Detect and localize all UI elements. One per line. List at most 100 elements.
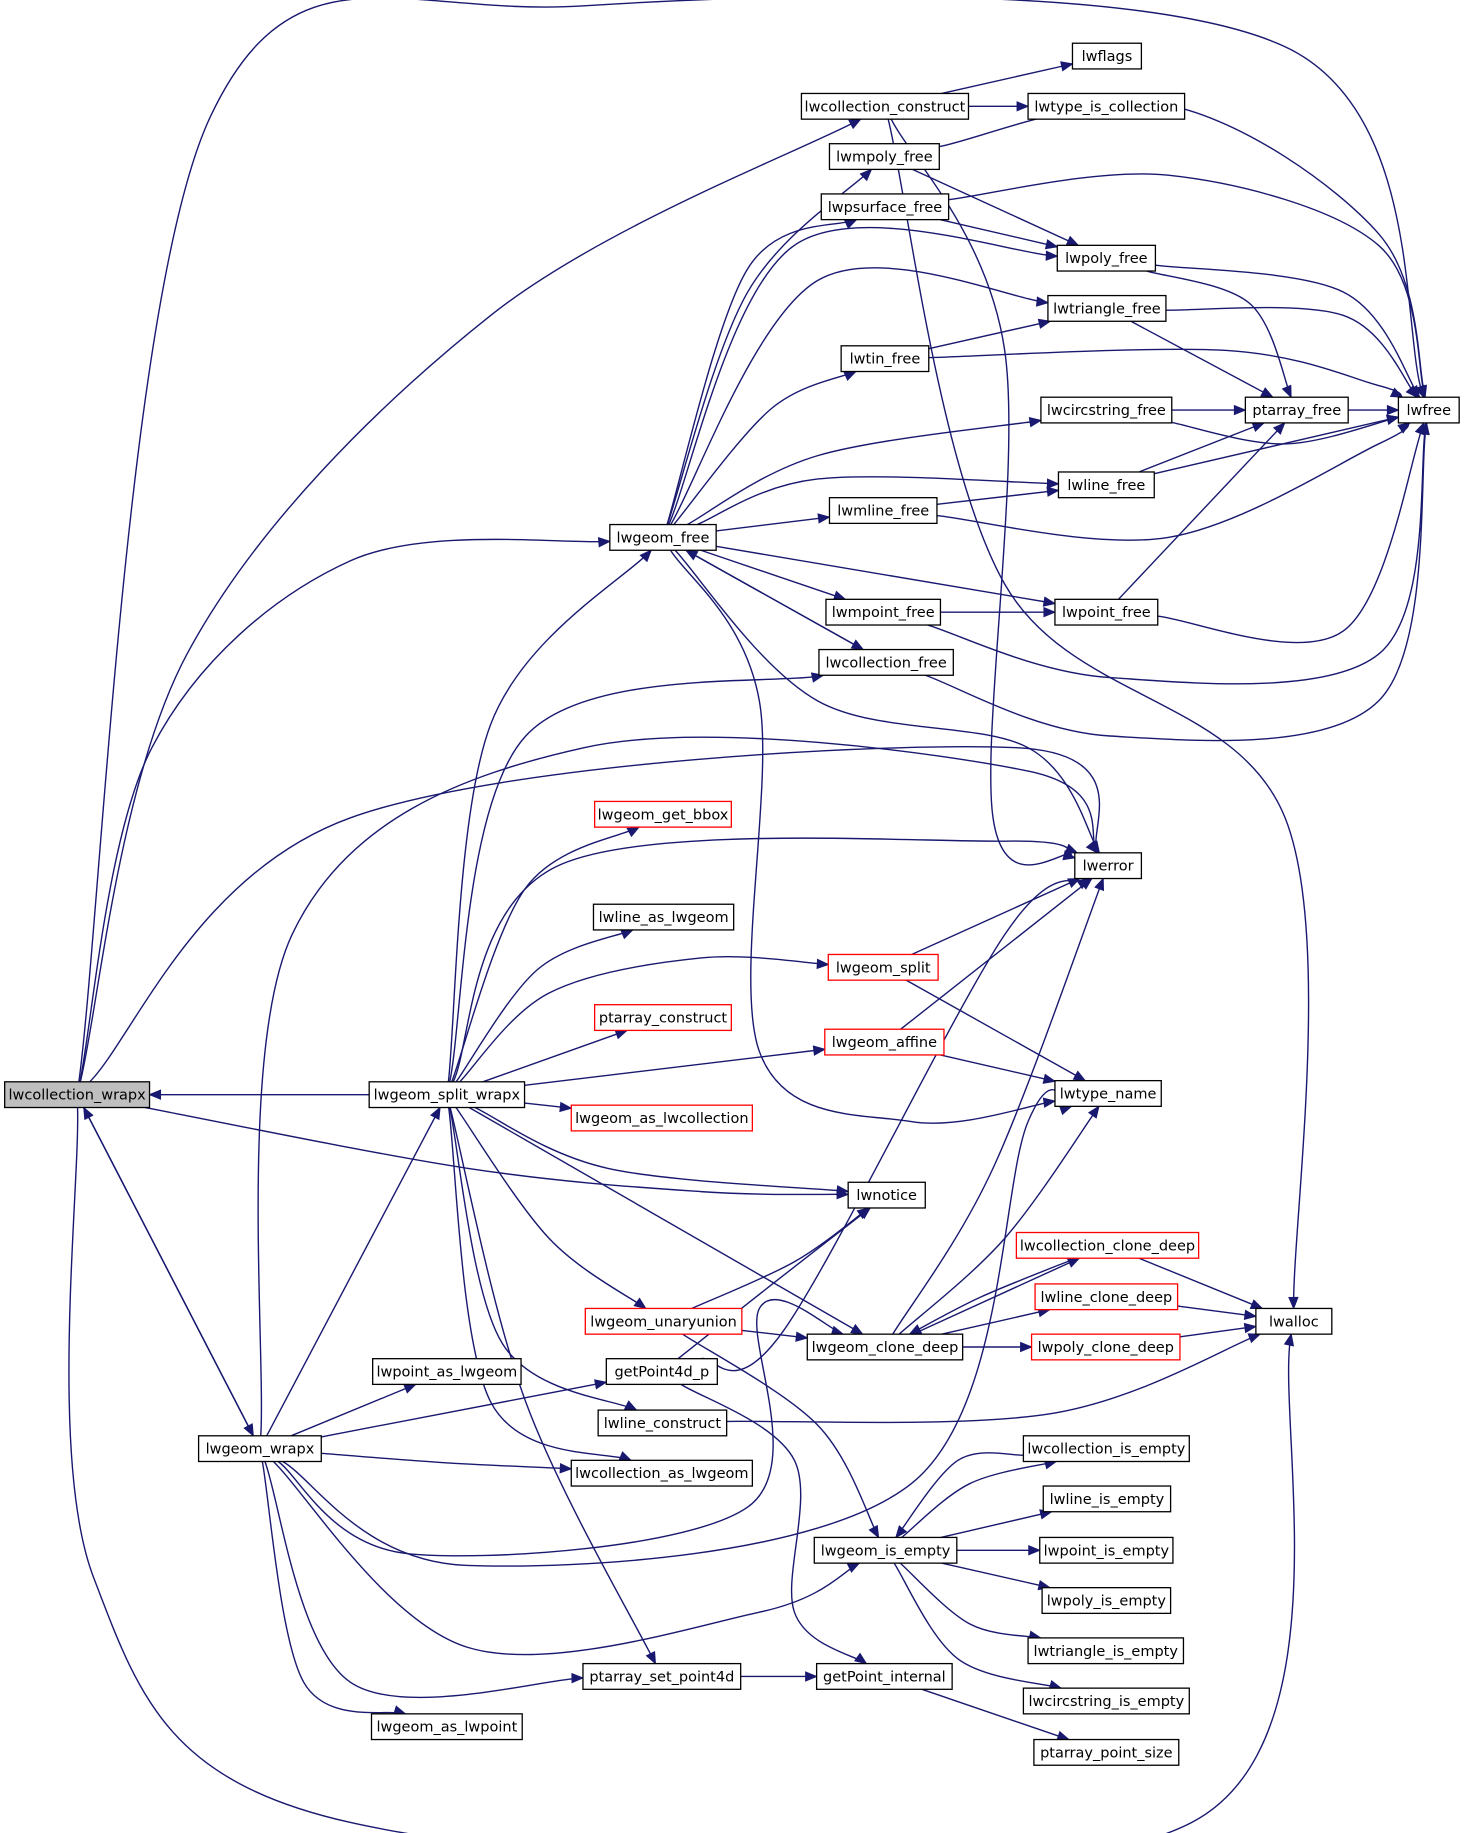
node-label: lwfree xyxy=(1407,403,1452,419)
arrowhead-lwgeom_clone_deep-to-lwpoly_clone_deep xyxy=(1020,1341,1033,1353)
node-lwcollection_free[interactable]: lwcollection_free xyxy=(818,648,954,676)
node-lwgeom_split_wrapx[interactable]: lwgeom_split_wrapx xyxy=(368,1081,526,1109)
node-ptarray_point_size[interactable]: ptarray_point_size xyxy=(1033,1738,1180,1766)
node-lwflags[interactable]: lwflags xyxy=(1071,42,1143,70)
node-lwpoint_as_lwgeom[interactable]: lwpoint_as_lwgeom xyxy=(372,1358,522,1386)
node-lwgeom_affine[interactable]: lwgeom_affine xyxy=(824,1028,945,1056)
node-lwcollection_construct[interactable]: lwcollection_construct xyxy=(800,92,970,120)
node-lwnotice[interactable]: lwnotice xyxy=(847,1181,926,1209)
node-lwgeom_get_bbox[interactable]: lwgeom_get_bbox xyxy=(593,800,732,828)
node-lwtriangle_is_empty[interactable]: lwtriangle_is_empty xyxy=(1027,1637,1185,1665)
arrowhead-lwcollection_construct-to-lwflags xyxy=(1060,61,1074,72)
node-box xyxy=(806,1333,964,1361)
node-lwgeom_free[interactable]: lwgeom_free xyxy=(609,523,717,551)
node-lwpoly_is_empty[interactable]: lwpoly_is_empty xyxy=(1041,1587,1172,1615)
edge-lwgeom_split_wrapx-to-lwerror xyxy=(452,837,1076,1083)
node-lwgeom_unaryunion[interactable]: lwgeom_unaryunion xyxy=(584,1307,743,1335)
edge-lwmline_free-to-lwfree xyxy=(936,422,1411,541)
edge-lwgeom_split_wrapx-to-lwcollection_as_lwgeom xyxy=(447,1107,632,1461)
node-label: lwpoly_clone_deep xyxy=(1038,1340,1174,1356)
edge-lwgeom_wrapx-to-lwgeom_as_lwpoint xyxy=(261,1461,406,1715)
node-lwtin_free[interactable]: lwtin_free xyxy=(840,345,930,373)
node-lwcollection_is_empty[interactable]: lwcollection_is_empty xyxy=(1022,1435,1190,1463)
node-lwerror[interactable]: lwerror xyxy=(1074,852,1143,880)
arrowhead-lwgeom_free-to-lwtype_name xyxy=(1042,1097,1057,1108)
node-lwcollection_as_lwgeom[interactable]: lwcollection_as_lwgeom xyxy=(570,1459,754,1487)
node-ptarray_set_point4d[interactable]: ptarray_set_point4d xyxy=(582,1662,742,1690)
node-box xyxy=(813,1536,958,1564)
node-lwmline_free[interactable]: lwmline_free xyxy=(828,497,938,525)
node-lwcircstring_free[interactable]: lwcircstring_free xyxy=(1040,396,1173,424)
edge-lwgeom_split_wrapx-to-lwgeom_clone_deep xyxy=(468,1106,863,1335)
node-lwline_clone_deep[interactable]: lwline_clone_deep xyxy=(1034,1283,1179,1311)
node-ptarray_construct[interactable]: ptarray_construct xyxy=(593,1004,732,1032)
node-getPoint4d_p[interactable]: getPoint4d_p xyxy=(605,1358,718,1386)
node-lwcollection_wrapx[interactable]: lwcollection_wrapx xyxy=(4,1081,151,1109)
edge-lwmpoly_free-to-lwfree xyxy=(939,101,1426,398)
arrowhead-lwgeom_clone_deep-to-lwtype_name xyxy=(1087,1105,1100,1119)
node-lwline_free[interactable]: lwline_free xyxy=(1057,471,1155,499)
node-box xyxy=(815,1662,953,1690)
arrowhead-getPoint4d_p-to-lwerror xyxy=(1076,877,1090,890)
node-lwline_construct[interactable]: lwline_construct xyxy=(597,1409,728,1437)
node-lwtype_is_collection[interactable]: lwtype_is_collection xyxy=(1027,92,1186,120)
node-label: lwcollection_free xyxy=(825,655,946,671)
arrowhead-lwcollection_wrapx-to-lwalloc xyxy=(1283,1332,1295,1347)
node-lwgeom_is_empty[interactable]: lwgeom_is_empty xyxy=(813,1536,958,1564)
edge-lwtriangle_free-to-ptarray_free xyxy=(1130,320,1274,398)
node-lwgeom_as_lwpoint[interactable]: lwgeom_as_lwpoint xyxy=(370,1713,523,1741)
node-lwmpoint_free[interactable]: lwmpoint_free xyxy=(825,598,942,626)
node-label: lwgeom_split xyxy=(836,960,931,976)
node-box xyxy=(1244,396,1349,424)
node-lwtriangle_free[interactable]: lwtriangle_free xyxy=(1047,294,1167,322)
arrowhead-ptarray_free-to-lwfree xyxy=(1386,404,1400,416)
node-lwpoly_free[interactable]: lwpoly_free xyxy=(1056,244,1157,272)
node-lwgeom_split[interactable]: lwgeom_split xyxy=(827,953,939,981)
arrowhead-lwgeom_wrapx-to-ptarray_set_point4d xyxy=(571,1672,585,1684)
node-label: lwpoint_as_lwgeom xyxy=(376,1365,517,1381)
node-label: lwgeom_as_lwcollection xyxy=(575,1111,748,1127)
node-lwgeom_clone_deep[interactable]: lwgeom_clone_deep xyxy=(806,1333,964,1361)
arrowhead-getPoint4d_p-to-lwnotice xyxy=(857,1207,872,1220)
arrowhead-lwgeom_free-to-lwcircstring_free xyxy=(1028,417,1043,428)
node-lwpoint_free[interactable]: lwpoint_free xyxy=(1054,598,1159,626)
node-lwpsurface_free[interactable]: lwpsurface_free xyxy=(820,193,950,221)
node-lwpoly_clone_deep[interactable]: lwpoly_clone_deep xyxy=(1030,1333,1181,1361)
node-lwgeom_as_lwcollection[interactable]: lwgeom_as_lwcollection xyxy=(570,1104,754,1132)
node-lwcircstring_is_empty[interactable]: lwcircstring_is_empty xyxy=(1022,1687,1190,1715)
node-ptarray_free[interactable]: ptarray_free xyxy=(1244,396,1349,424)
arrowhead-lwtriangle_free-to-ptarray_free xyxy=(1260,387,1274,398)
edge-lwgeom_free-to-lwpoint_free xyxy=(716,545,1056,605)
edge-lwgeom_split_wrapx-to-lwnotice xyxy=(474,1106,849,1193)
node-lwfree[interactable]: lwfree xyxy=(1397,396,1460,424)
node-label: lwtype_is_collection xyxy=(1034,99,1178,115)
node-lwcollection_clone_deep[interactable]: lwcollection_clone_deep xyxy=(1015,1231,1200,1259)
edge-lwgeom_is_empty-to-lwline_is_empty xyxy=(940,1511,1052,1539)
arrowhead-lwcollection_wrapx-to-lwgeom_free xyxy=(597,537,612,548)
arrowhead-lwpoly_free-to-ptarray_free xyxy=(1281,384,1292,399)
edge-lwpoly_clone_deep-to-lwalloc xyxy=(1179,1325,1256,1338)
arrowhead-lwgeom_split_wrapx-to-lwnotice xyxy=(836,1185,850,1196)
edge-lwpoly_free-to-ptarray_free xyxy=(1146,270,1292,398)
edge-lwgeom_free-to-lwtin_free xyxy=(673,370,857,525)
edge-lwtriangle_free-to-lwfree xyxy=(1165,306,1418,398)
node-lwline_as_lwgeom[interactable]: lwline_as_lwgeom xyxy=(592,903,735,931)
node-lwalloc[interactable]: lwalloc xyxy=(1255,1307,1333,1335)
node-getPoint_internal[interactable]: getPoint_internal xyxy=(815,1662,953,1690)
node-lwgeom_wrapx[interactable]: lwgeom_wrapx xyxy=(197,1435,322,1463)
arrowhead-lwgeom_split_wrapx-to-lwgeom_affine xyxy=(812,1045,827,1056)
arrowhead-lwgeom_free-to-lwtin_free xyxy=(843,370,858,381)
edge-lwgeom_split_wrapx-to-lwgeom_get_bbox xyxy=(451,826,640,1083)
node-box xyxy=(1034,1283,1179,1311)
node-lwpoint_is_empty[interactable]: lwpoint_is_empty xyxy=(1039,1536,1174,1564)
node-lwline_is_empty[interactable]: lwline_is_empty xyxy=(1042,1485,1172,1513)
node-box xyxy=(4,1081,151,1109)
node-lwtype_name[interactable]: lwtype_name xyxy=(1054,1079,1162,1107)
edge-lwcollection_wrapx-to-lwalloc xyxy=(68,1107,1296,1833)
arrowhead-lwline_construct-to-lwalloc xyxy=(1247,1333,1262,1344)
node-lwmpoly_free[interactable]: lwmpoly_free xyxy=(828,143,940,171)
arrowhead-lwgeom_wrapx-to-getPoint4d_p xyxy=(594,1379,608,1390)
node-label: ptarray_point_size xyxy=(1040,1745,1173,1761)
node-label: lwline_free xyxy=(1067,478,1145,494)
node-box xyxy=(1015,1231,1200,1259)
